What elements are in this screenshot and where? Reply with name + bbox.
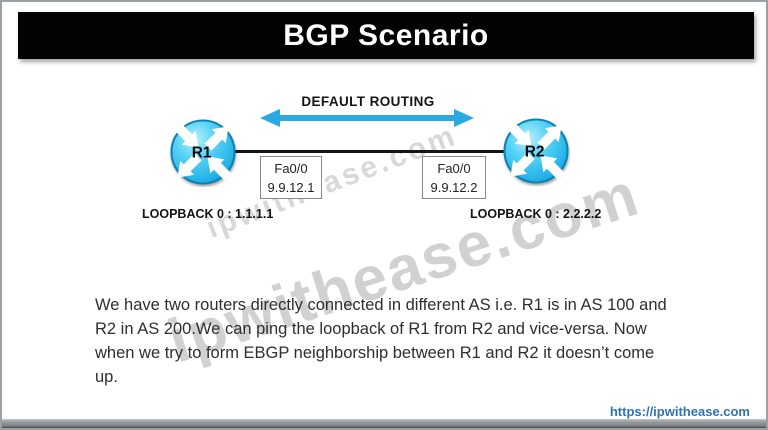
interface-box-r1: Fa0/0 9.9.12.1 <box>260 156 322 199</box>
interface-ip: 9.9.12.1 <box>267 179 315 195</box>
description-line: up. <box>95 368 118 386</box>
interface-ip: 9.9.12.2 <box>430 179 478 195</box>
website-link[interactable]: https://ipwithease.com <box>609 404 750 419</box>
loopback-label-r2: LOOPBACK 0 : 2.2.2.2 <box>470 207 602 221</box>
router-label: R2 <box>525 144 545 161</box>
description-line: We have two routers directly connected i… <box>95 296 667 314</box>
bidirectional-arrow-icon <box>260 109 474 127</box>
page-title: BGP Scenario <box>283 18 489 52</box>
router-label: R1 <box>192 145 212 162</box>
title-banner: BGP Scenario <box>18 12 754 59</box>
interface-port: Fa0/0 <box>437 160 471 176</box>
router-icon-r2: R2 <box>503 118 569 184</box>
description-line: R2 in AS 200.We can ping the loopback of… <box>95 320 647 338</box>
interface-port: Fa0/0 <box>274 160 308 176</box>
bottom-shadow-strip <box>2 419 766 428</box>
description-line: when we try to form EBGP neighborship be… <box>95 344 655 362</box>
interface-box-r2: Fa0/0 9.9.12.2 <box>422 156 486 199</box>
default-routing-label: DEFAULT ROUTING <box>301 94 435 109</box>
loopback-label-r1: LOOPBACK 0 : 1.1.1.1 <box>142 207 274 221</box>
router-icon-r1: R1 <box>170 119 236 185</box>
scenario-description: We have two routers directly connected i… <box>95 293 695 389</box>
ethernet-link-line <box>218 150 518 153</box>
